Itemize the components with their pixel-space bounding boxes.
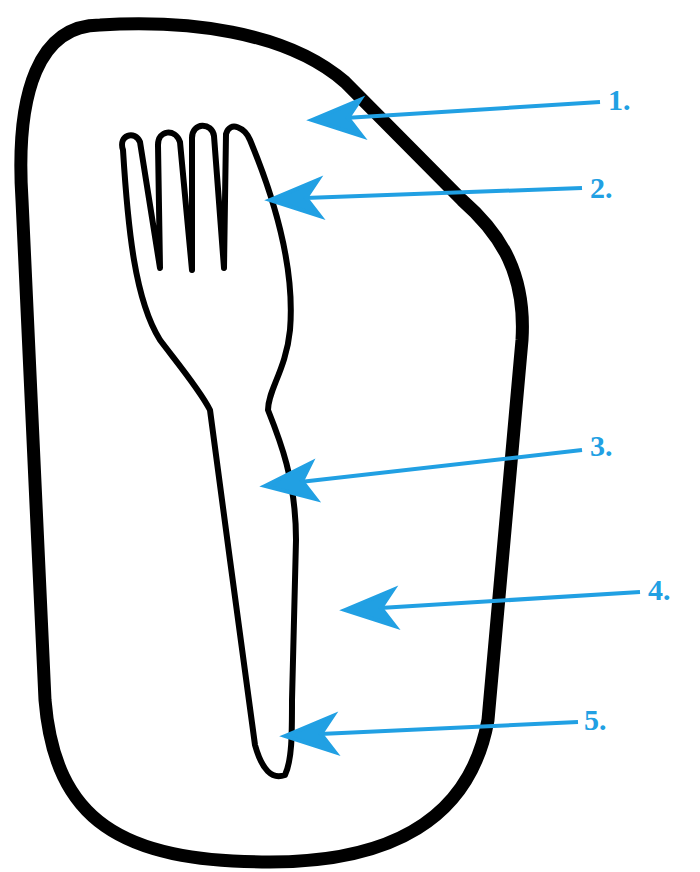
leader-lines	[265, 100, 640, 752]
callout-number: 1.	[608, 85, 631, 115]
callout-number: 2.	[590, 173, 613, 203]
callout-number: 4.	[648, 575, 671, 605]
fork-outline	[122, 126, 296, 777]
callout-number: 3.	[590, 431, 613, 461]
callout-number: 5.	[584, 705, 607, 735]
plate-outline	[21, 24, 523, 862]
